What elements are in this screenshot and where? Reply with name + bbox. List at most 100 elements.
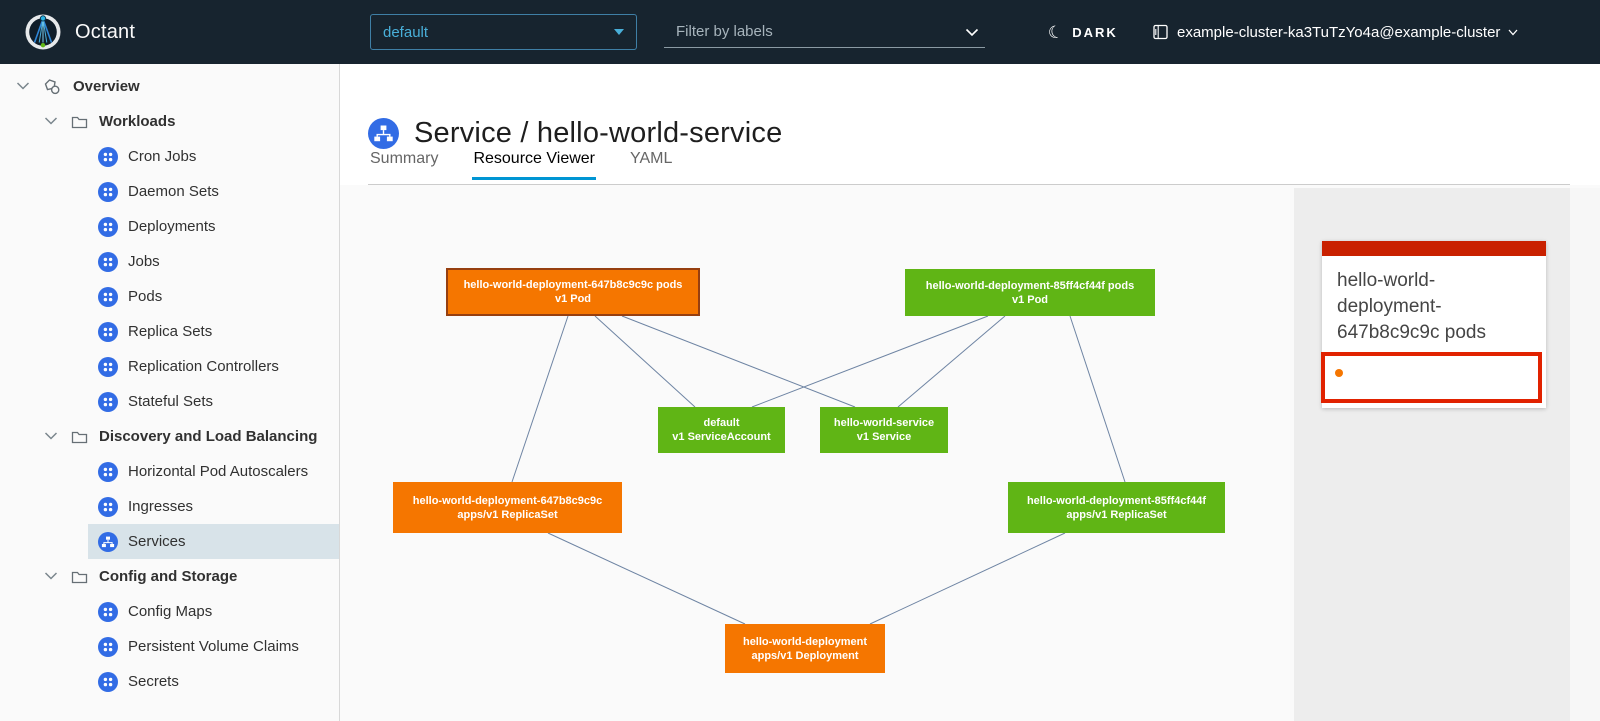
graph-node-hello-world-deployment-647b8c9c9c-pods-v1-pod[interactable]: hello-world-deployment-647b8c9c9c pods v1…: [446, 268, 700, 316]
sidebar-item-label: Overview: [73, 78, 140, 95]
sidebar-item-replication-controllers[interactable]: Replication Controllers: [0, 349, 339, 384]
sidebar-item-label: Deployments: [128, 218, 216, 235]
namespace-dropdown-value: default: [383, 23, 429, 41]
tab-yaml[interactable]: YAML: [630, 150, 673, 167]
replication-controllers-icon: [98, 356, 118, 377]
theme-toggle[interactable]: ☾ DARK: [1046, 0, 1118, 64]
graph-node-default-v1-serviceaccount[interactable]: default v1 ServiceAccount: [658, 407, 785, 453]
card-title: hello-world-deployment-647b8c9c9c pods: [1337, 270, 1486, 343]
page-title-row: Service / hello-world-service: [368, 98, 782, 170]
card-status-bar: [1322, 241, 1546, 256]
ingresses-icon: [98, 496, 118, 517]
node-name: default: [703, 417, 740, 429]
label-filter-input[interactable]: [664, 23, 965, 42]
node-kind: apps/v1 ReplicaSet: [457, 508, 558, 521]
detail-card: hello-world-deployment-647b8c9c9c pods: [1321, 241, 1546, 408]
pod-status-dot-icon: [1335, 369, 1343, 377]
sidebar-item-config-maps[interactable]: Config Maps: [0, 594, 339, 629]
sidebar-item-label: Secrets: [128, 673, 179, 690]
sidebar-item-label: Persistent Volume Claims: [128, 638, 299, 655]
label-filter-field: [664, 18, 985, 48]
sidebar-item-replica-sets[interactable]: Replica Sets: [0, 314, 339, 349]
node-name: hello-world-deployment-647b8c9c9c pods: [463, 279, 683, 291]
theme-toggle-label: DARK: [1072, 24, 1118, 40]
sidebar-item-overview[interactable]: Overview: [0, 69, 339, 104]
sidebar-item-label: Horizontal Pod Autoscalers: [128, 463, 309, 480]
node-name: hello-world-service: [833, 417, 935, 429]
cluster-context-label: example-cluster-ka3TuTzYo4a@example-clus…: [1177, 23, 1501, 41]
services-icon: [98, 531, 118, 552]
node-name: hello-world-deployment-85ff4cf44f pods: [925, 279, 1135, 292]
sidebar-item-stateful-sets[interactable]: Stateful Sets: [0, 384, 339, 419]
service-icon: [368, 118, 399, 150]
moon-icon: ☾: [1046, 21, 1066, 43]
node-kind: v1 Pod: [554, 293, 592, 305]
sidebar-item-label: Daemon Sets: [128, 183, 219, 200]
sidebar-item-pods[interactable]: Pods: [0, 279, 339, 314]
sidebar-item-persistent-volume-claims[interactable]: Persistent Volume Claims: [0, 629, 339, 664]
app-header: Octant default ☾ DARK example-cluster-ka…: [0, 0, 1600, 64]
node-kind: apps/v1 ReplicaSet: [1066, 508, 1167, 521]
sidebar-item-secrets[interactable]: Secrets: [0, 664, 339, 699]
config-maps-icon: [98, 601, 118, 622]
chevron-down-icon: [1508, 29, 1518, 35]
chevron-down-icon[interactable]: [44, 432, 58, 441]
cluster-context[interactable]: example-cluster-ka3TuTzYo4a@example-clus…: [1152, 0, 1518, 64]
folder-icon: [71, 570, 88, 584]
stateful-sets-icon: [98, 391, 118, 412]
node-name: hello-world-deployment-85ff4cf44f: [1026, 494, 1207, 507]
sidebar-item-jobs[interactable]: Jobs: [0, 244, 339, 279]
resource-graph: hello-world-deployment-647b8c9c9c pods h…: [340, 185, 1600, 721]
graph-edges: [511, 315, 1126, 625]
overview-icon: [43, 78, 62, 96]
sidebar-item-label: Ingresses: [128, 498, 194, 515]
sidebar-item-workloads[interactable]: Workloads: [0, 104, 339, 139]
hpa-icon: [98, 461, 118, 482]
detail-side-panel: hello-world-deployment-647b8c9c9c pods: [1294, 188, 1570, 721]
sidebar-item-services[interactable]: Services: [0, 524, 339, 559]
sidebar-item-ingresses[interactable]: Ingresses: [0, 489, 339, 524]
chevron-down-icon[interactable]: [965, 28, 979, 37]
sidebar-item-label: Cron Jobs: [128, 148, 197, 165]
sidebar-item-label: Workloads: [99, 113, 176, 130]
card-pod-list-item[interactable]: [1321, 352, 1542, 403]
sidebar-item-label: Discovery and Load Balancing: [99, 428, 318, 445]
secrets-icon: [98, 671, 118, 692]
node-kind: v1 ServiceAccount: [672, 431, 771, 443]
tab-separator: [368, 184, 1570, 185]
pvc-icon: [98, 636, 118, 657]
sidebar-item-label: Replica Sets: [128, 323, 213, 340]
folder-icon: [71, 115, 88, 129]
sidebar-item-label: Replication Controllers: [128, 358, 279, 375]
sidebar-item-cron-jobs[interactable]: Cron Jobs: [0, 139, 339, 174]
sidebar-item-label: Config and Storage: [99, 568, 238, 585]
chevron-down-icon[interactable]: [16, 82, 30, 91]
chevron-down-icon[interactable]: [44, 572, 58, 581]
octant-logo: [25, 14, 61, 50]
sidebar-item-label: Pods: [128, 288, 163, 305]
chevron-down-icon[interactable]: [44, 117, 58, 126]
sidebar-item-label: Services: [128, 533, 186, 550]
sidebar-item-deployments[interactable]: Deployments: [0, 209, 339, 244]
sidebar-item-label: Jobs: [128, 253, 160, 270]
caret-down-icon: [614, 29, 624, 35]
deployments-icon: [98, 216, 118, 237]
node-kind: apps/v1 Deployment: [751, 649, 859, 662]
pods-icon: [98, 286, 118, 307]
sidebar-item-discovery-and-load-balancing[interactable]: Discovery and Load Balancing: [0, 419, 339, 454]
namespace-dropdown[interactable]: default: [370, 14, 637, 50]
tab-summary[interactable]: Summary: [370, 150, 439, 167]
tab-resource-viewer[interactable]: Resource Viewer: [472, 150, 596, 180]
scroll-gutter: [1570, 188, 1600, 721]
sidebar-item-horizontal-pod-autoscalers[interactable]: Horizontal Pod Autoscalers: [0, 454, 339, 489]
sidebar-item-daemon-sets[interactable]: Daemon Sets: [0, 174, 339, 209]
cluster-icon: [1153, 24, 1168, 40]
node-name: hello-world-deployment: [742, 635, 868, 648]
sidebar-item-config-and-storage[interactable]: Config and Storage: [0, 559, 339, 594]
